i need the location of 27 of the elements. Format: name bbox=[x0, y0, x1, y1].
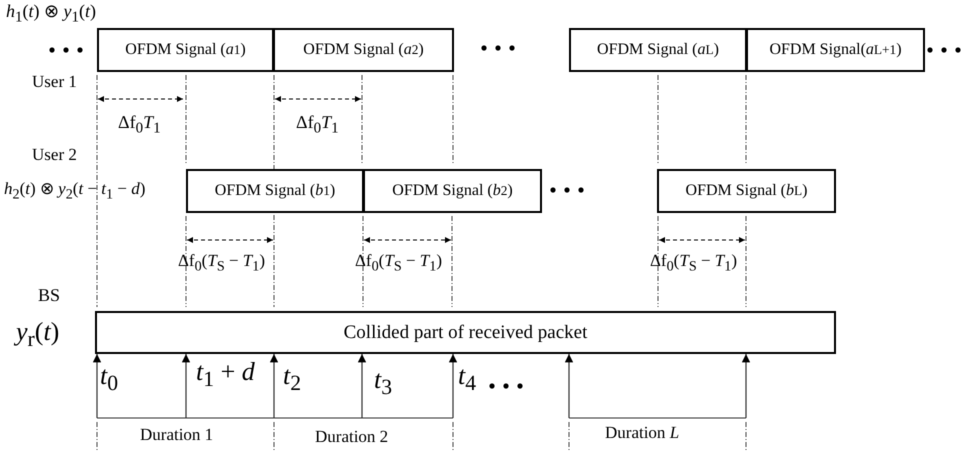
arrow bbox=[92, 354, 102, 418]
time-label: t$_{0}$ bbox=[100, 362, 118, 396]
duration-label: Duration L bbox=[605, 424, 680, 443]
time-label: t$_{1}$ + d bbox=[196, 358, 255, 392]
arrow bbox=[448, 354, 458, 418]
dimension-label: Δf$_{0}$(T$_{S}$ − T$_{1}$) bbox=[355, 252, 442, 275]
signal-expression: y$_{r}$(t) bbox=[16, 318, 60, 352]
signal-expression: h$_{2}$(t) ⊗ y$_{2}$(t − t$_{1}$ − d) bbox=[4, 180, 146, 203]
arrow bbox=[270, 354, 278, 418]
packet-bar: Collided part of received packet bbox=[95, 311, 836, 354]
time-label: t$_{4}$ bbox=[458, 362, 476, 396]
arrow bbox=[742, 354, 750, 418]
row-label: User 2 bbox=[32, 146, 77, 165]
dimension-label: Δf$_{0}$(T$_{S}$ − T$_{1}$) bbox=[178, 252, 265, 275]
row-label: User 1 bbox=[32, 73, 77, 92]
duration-label: Duration 2 bbox=[315, 428, 388, 447]
time-label: t$_{3}$ bbox=[374, 366, 392, 400]
dimension-label: Δf$_{0}$(T$_{S}$ − T$_{1}$) bbox=[650, 252, 737, 275]
time-label: t$_{2}$ bbox=[283, 362, 302, 396]
dimension-label: Δf$_{0}$T$_{1}$ bbox=[118, 113, 161, 138]
dimension-label: Δf$_{0}$T$_{1}$ bbox=[296, 113, 339, 138]
signal-expression: h$_{1}$(t) ⊗ y$_{1}$(t) bbox=[6, 2, 96, 26]
arrow bbox=[182, 354, 190, 418]
duration-label: Duration 1 bbox=[140, 426, 214, 445]
row-label: BS bbox=[38, 286, 60, 306]
arrow bbox=[358, 354, 366, 418]
arrow bbox=[564, 354, 574, 418]
